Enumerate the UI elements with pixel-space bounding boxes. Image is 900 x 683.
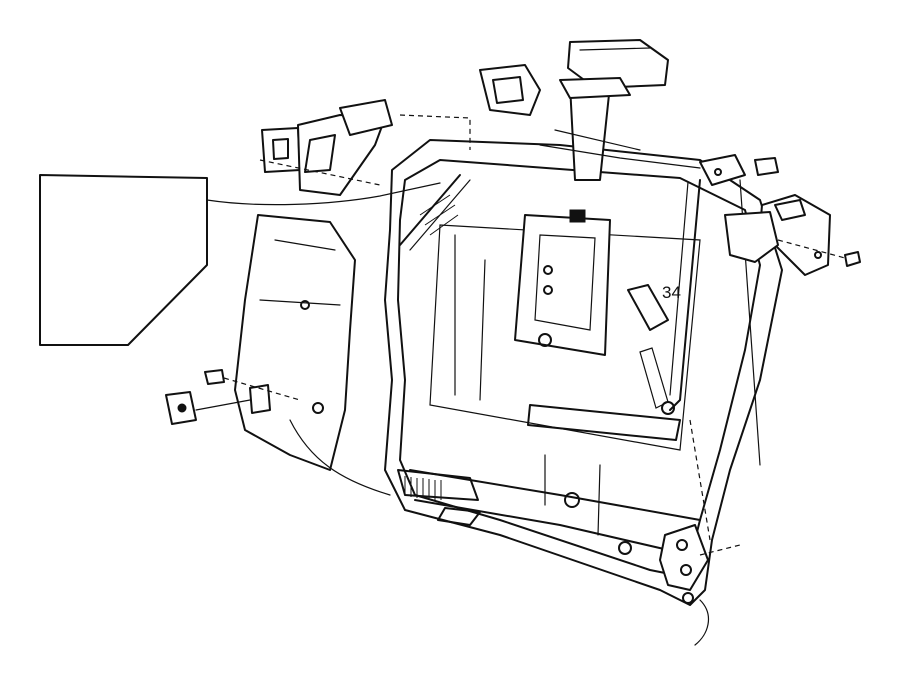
upper-right-bracket: [539, 129, 779, 186]
hinge-spring: [397, 469, 481, 526]
recliner-hinge: [659, 524, 741, 646]
side-trim-panel: [234, 214, 391, 496]
upper-left-brackets: [259, 99, 471, 196]
backrest-frame: [384, 139, 783, 646]
headrest-guide: [559, 39, 669, 181]
release-rod: [399, 174, 701, 415]
callout-34: 34: [662, 283, 681, 302]
clip-and-screw: [165, 369, 301, 425]
corner-cap: [724, 194, 861, 276]
latch-plate: [514, 209, 611, 356]
headrest-bracket: [479, 64, 541, 116]
callout-box: [39, 174, 441, 346]
